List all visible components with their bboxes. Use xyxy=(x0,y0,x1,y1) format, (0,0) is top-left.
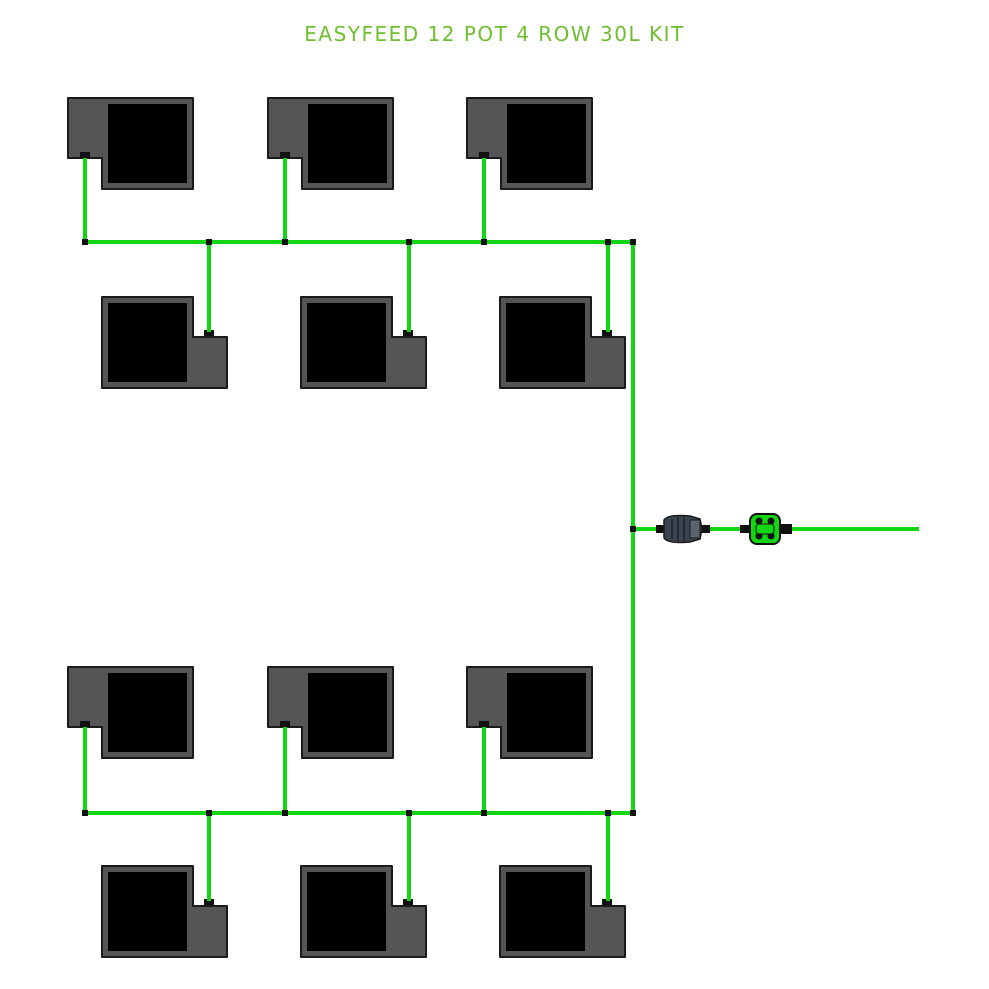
valve-connector xyxy=(740,513,792,545)
pot-row-3 xyxy=(67,666,593,759)
inline-filter xyxy=(656,514,710,544)
pot-row-4 xyxy=(101,865,626,958)
pot-row-1 xyxy=(67,97,593,190)
hose-fittings xyxy=(82,239,636,816)
hose-network xyxy=(83,158,919,901)
pot-row-2 xyxy=(101,296,626,389)
diagram-title: EASYFEED 12 POT 4 ROW 30L KIT xyxy=(304,22,685,46)
